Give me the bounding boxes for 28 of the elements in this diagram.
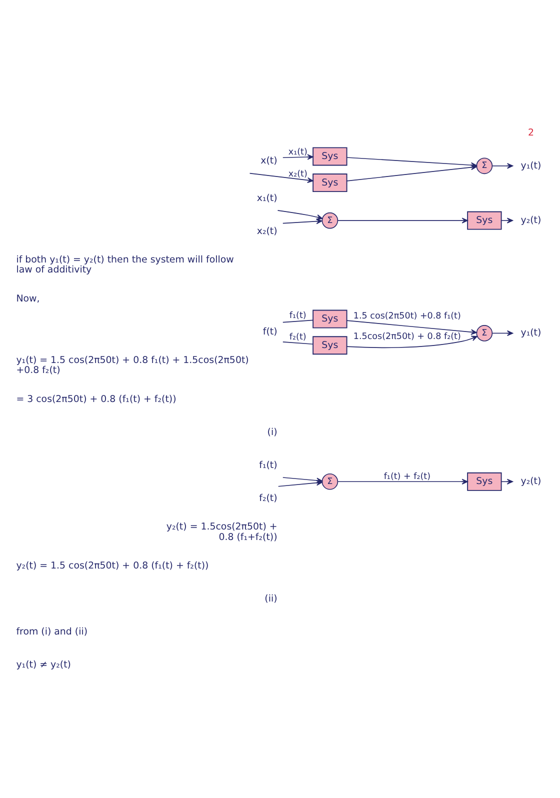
edge-label: f₂(t): [289, 332, 306, 343]
label: y₂(t) = 1.5cos(2π50t) + 0.8 (f₁+f₂(t)): [166, 522, 278, 543]
node-text: f₁(t): [259, 460, 278, 471]
edge-label: 1.5cos(2π50t) + 0.8 f₂(t): [353, 332, 461, 342]
node-text: x₁(t): [256, 192, 278, 204]
label: y₁(t) = 1.5 cos(2π50t) + 0.8 f₁(t) + 1.5cos(2π50t) +0.8 f₂(t): [16, 355, 249, 376]
node-text: y₂(t): [520, 215, 542, 226]
label: if both y₁(t) = y₂(t) then the system will follow law of additivity: [16, 254, 234, 276]
edge-label: f₁(t) + f₂(t): [384, 472, 431, 482]
node-text: y₁(t): [520, 328, 542, 339]
edge-label: x₂(t): [288, 169, 308, 180]
node-text: f₂(t): [259, 493, 278, 504]
label: 2: [528, 127, 534, 138]
edge-label: 1.5 cos(2π50t) +0.8 f₁(t): [353, 312, 461, 322]
label: (ii): [264, 594, 278, 605]
edge-label: x₁(t): [288, 148, 308, 158]
label: (i): [267, 426, 278, 438]
label: = 3 cos(2π50t) + 0.8 (f₁(t) + f₂(t)): [16, 394, 176, 405]
label: Now,: [16, 293, 40, 304]
label: y₁(t) ≠ y₂(t): [16, 660, 71, 671]
node-text: f(t): [262, 326, 278, 338]
label: from (i) and (ii): [16, 626, 88, 638]
node-text: y₁(t): [520, 160, 542, 172]
label: y₂(t) = 1.5 cos(2π50t) + 0.8 (f₁(t) + f₂(t)): [16, 560, 209, 572]
node-text: x(t): [260, 156, 278, 167]
node-text: x₂(t): [256, 226, 278, 237]
edge-label: f₁(t): [289, 310, 306, 321]
node-text: y₂(t): [520, 476, 542, 488]
